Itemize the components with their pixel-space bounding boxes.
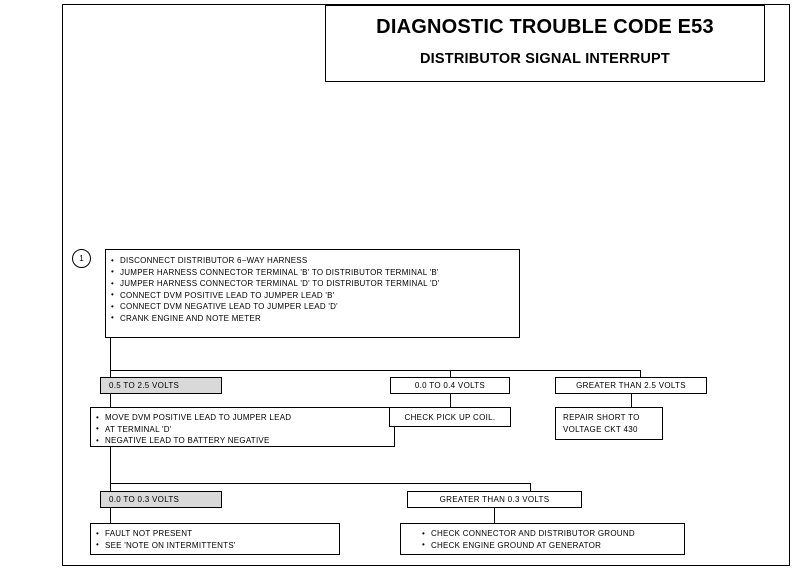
step1-instruction-list: DISCONNECT DISTRIBUTOR 6−WAY HARNESS JUM… — [106, 250, 519, 328]
connector-stub-result-e — [530, 483, 531, 491]
result-box-greater-2-5: GREATER THAN 2.5 VOLTS — [555, 377, 707, 394]
connector-result-e-down — [494, 508, 495, 523]
connector-stub-result-b — [450, 370, 451, 378]
list-item: DISCONNECT DISTRIBUTOR 6−WAY HARNESS — [111, 255, 515, 267]
result-label: 0.5 TO 2.5 VOLTS — [109, 381, 180, 390]
connector-branch-bus-2 — [110, 483, 530, 484]
action-grounds-list: CHECK CONNECTOR AND DISTRIBUTOR GROUND C… — [401, 524, 684, 555]
action-text-wrap: REPAIR SHORT TO VOLTAGE CKT 430 — [556, 408, 662, 435]
action-fault-list: FAULT NOT PRESENT SEE 'NOTE ON INTERMITT… — [91, 524, 339, 555]
page-title: DIAGNOSTIC TROUBLE CODE E53 — [376, 16, 714, 38]
connector-result-c-down — [631, 394, 632, 407]
result-label: 0.0 TO 0.4 VOLTS — [414, 381, 486, 390]
connector-move-dvm-down — [110, 447, 111, 483]
connector-stub-result-c — [640, 370, 641, 378]
connector-result-d-down — [110, 508, 111, 523]
list-item: FAULT NOT PRESENT — [96, 528, 335, 540]
list-item: SEE 'NOTE ON INTERMITTENTS' — [96, 539, 335, 552]
action-box-check-pickup-coil: CHECK PICK UP COIL. — [389, 407, 511, 427]
list-item: CONNECT DVM POSITIVE LEAD TO JUMPER LEAD… — [111, 289, 515, 302]
action-box-move-dvm: MOVE DVM POSITIVE LEAD TO JUMPER LEAD AT… — [90, 407, 395, 447]
list-item-continuation: AT TERMINAL 'D' — [96, 423, 390, 436]
page-subtitle: DISTRIBUTOR SIGNAL INTERRUPT — [420, 51, 670, 67]
list-item: CONNECT DVM NEGATIVE LEAD TO JUMPER LEAD… — [111, 301, 515, 313]
title-block: DIAGNOSTIC TROUBLE CODE E53 DISTRIBUTOR … — [325, 5, 765, 82]
list-item: CHECK CONNECTOR AND DISTRIBUTOR GROUND — [422, 528, 680, 540]
result-label: GREATER THAN 2.5 VOLTS — [576, 381, 686, 390]
action-box-repair-short: REPAIR SHORT TO VOLTAGE CKT 430 — [555, 407, 663, 440]
page-border — [62, 4, 790, 566]
connector-result-b-down — [450, 394, 451, 407]
action-label: CHECK PICK UP COIL. — [404, 412, 496, 422]
list-item: CRANK ENGINE AND NOTE METER — [111, 312, 515, 325]
result-box-greater-0-3: GREATER THAN 0.3 VOLTS — [407, 491, 582, 508]
connector-stub-result-a — [110, 370, 111, 378]
step-marker-1: 1 — [72, 249, 91, 268]
list-item: JUMPER HARNESS CONNECTOR TERMINAL 'D' TO… — [111, 278, 515, 290]
list-item: MOVE DVM POSITIVE LEAD TO JUMPER LEAD — [96, 412, 390, 424]
action-label-line-1: REPAIR SHORT TO — [563, 413, 640, 422]
connector-result-a-down — [110, 394, 111, 407]
step1-instruction-box: DISCONNECT DISTRIBUTOR 6−WAY HARNESS JUM… — [105, 249, 520, 338]
connector-branch-bus-1 — [110, 370, 640, 371]
result-box-0-0-to-0-3: 0.0 TO 0.3 VOLTS — [100, 491, 222, 508]
action-label-line-2: VOLTAGE CKT 430 — [563, 424, 638, 434]
result-box-0-5-to-2-5: 0.5 TO 2.5 VOLTS — [100, 377, 222, 394]
connector-stub-result-d — [110, 483, 111, 491]
result-label: GREATER THAN 0.3 VOLTS — [439, 495, 550, 504]
list-item: NEGATIVE LEAD TO BATTERY NEGATIVE — [96, 435, 390, 447]
action-box-fault-not-present: FAULT NOT PRESENT SEE 'NOTE ON INTERMITT… — [90, 523, 340, 555]
result-label: 0.0 TO 0.3 VOLTS — [109, 495, 180, 504]
connector-step1-down — [110, 338, 111, 370]
action-move-dvm-list: MOVE DVM POSITIVE LEAD TO JUMPER LEAD AT… — [91, 408, 394, 451]
list-item: JUMPER HARNESS CONNECTOR TERMINAL 'B' TO… — [111, 266, 515, 279]
result-box-0-0-to-0-4: 0.0 TO 0.4 VOLTS — [390, 377, 510, 394]
action-box-check-grounds: CHECK CONNECTOR AND DISTRIBUTOR GROUND C… — [400, 523, 685, 555]
list-item: CHECK ENGINE GROUND AT GENERATOR — [422, 539, 680, 552]
